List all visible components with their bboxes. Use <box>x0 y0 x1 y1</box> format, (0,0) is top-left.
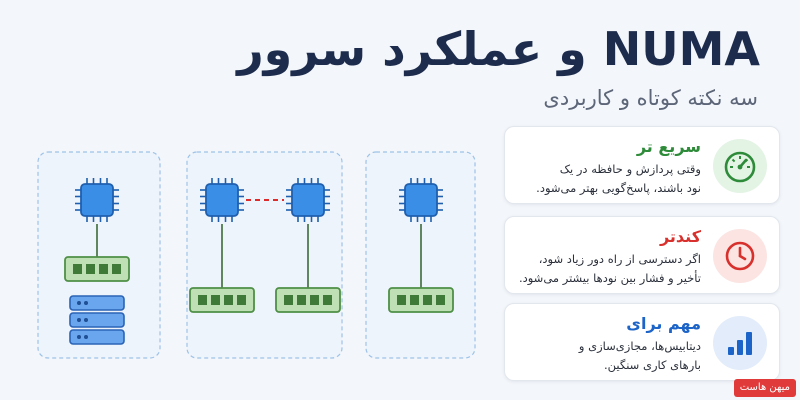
info-card-important-for: مهم برای دیتابیس‌ها، مجازی‌سازی و بارهای… <box>504 303 780 381</box>
card-text-line: نود باشند، پاسخ‌گویی بهتر می‌شود. <box>536 181 701 195</box>
bar-chart-icon <box>713 316 767 370</box>
cpu-icon <box>285 177 331 223</box>
card-title: مهم برای <box>626 314 701 333</box>
card-text-line: دیتابیس‌ها، مجازی‌سازی و <box>578 339 701 353</box>
clock-icon <box>713 229 767 283</box>
info-card-slower: کندتر اگر دسترسی از راه دور زیاد شود، تأ… <box>504 216 780 294</box>
brand-label: میهن هاست <box>739 382 790 393</box>
gauge-icon <box>713 139 767 193</box>
card-text-line: اگر دسترسی از راه دور زیاد شود، <box>538 252 701 266</box>
server-storage-icon <box>69 295 125 345</box>
brand-logo: میهن هاست <box>733 379 796 397</box>
ram-icon <box>275 287 341 313</box>
node-panel <box>37 151 161 359</box>
page-title: NUMA و عملکرد سرور <box>237 22 760 76</box>
numa-diagram <box>37 151 476 359</box>
card-text-line: بارهای کاری سنگین. <box>603 358 701 372</box>
card-title: سریع تر <box>636 137 701 156</box>
ram-icon <box>64 256 130 282</box>
card-text-line: وقتی پردازش و حافظه در یک <box>559 162 701 176</box>
cpu-icon <box>199 177 245 223</box>
cpu-icon <box>74 177 120 223</box>
cpu-icon <box>398 177 444 223</box>
page-subtitle: سه نکته کوتاه و کاربردی <box>543 86 758 110</box>
card-text-line: تأخیر و فشار بین نودها بیشتر می‌شود. <box>518 271 701 285</box>
card-title: کندتر <box>659 227 701 246</box>
info-card-faster: سریع تر وقتی پردازش و حافظه در یک نود با… <box>504 126 780 204</box>
ram-icon <box>388 287 454 313</box>
ram-icon <box>189 287 255 313</box>
